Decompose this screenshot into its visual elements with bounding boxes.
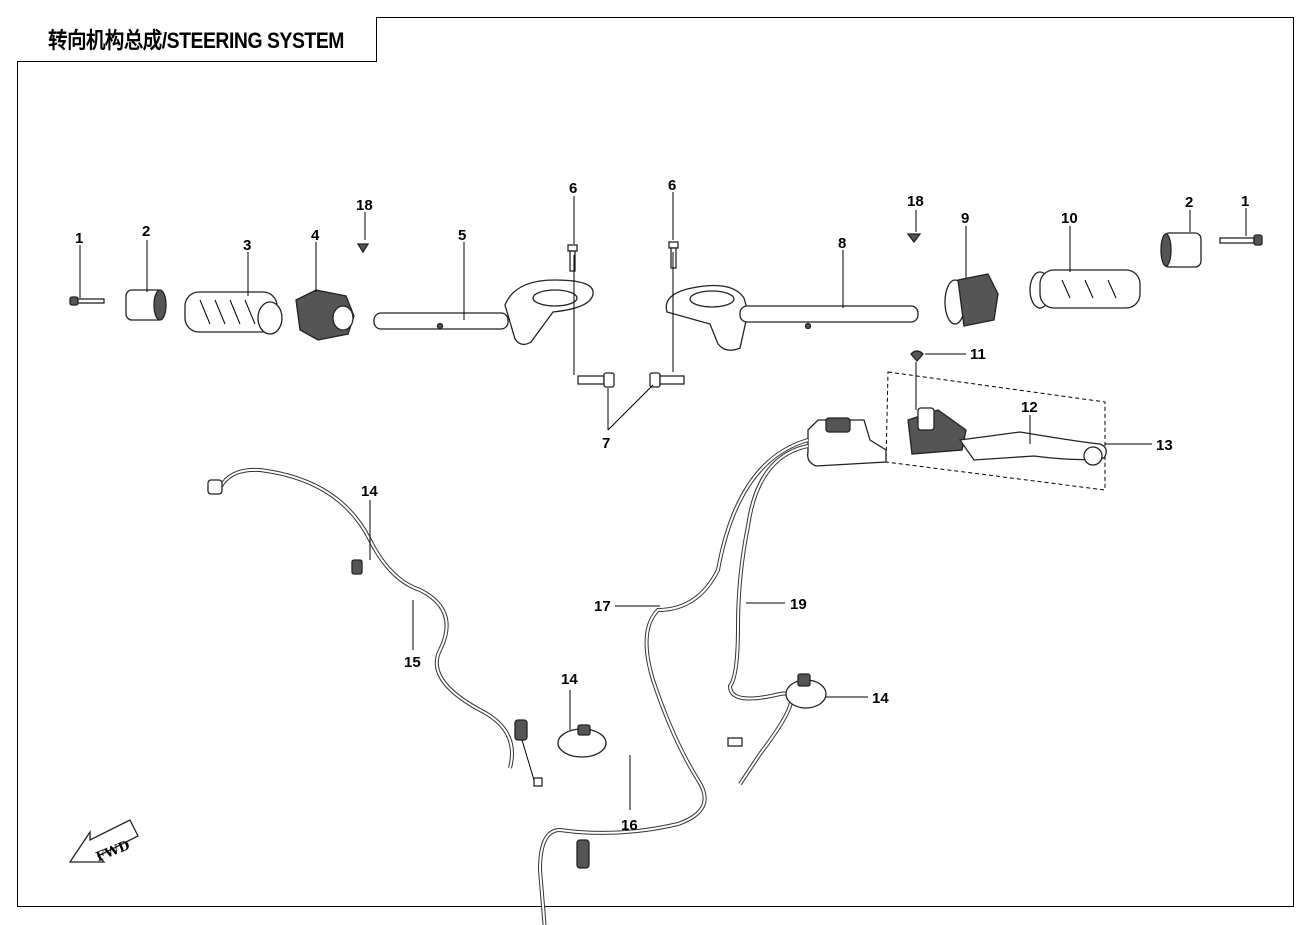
- part-brake-plug-11: [910, 350, 924, 362]
- part-bar-end-right: [1160, 232, 1202, 268]
- clamp-14-b: [557, 724, 607, 758]
- title-box: 转向机构总成/STEERING SYSTEM: [17, 17, 377, 62]
- part-switch-right: [944, 273, 999, 327]
- part-bolt-left: [69, 296, 105, 306]
- callout-7: 7: [602, 435, 610, 452]
- callout-2-left: 2: [142, 223, 150, 240]
- callout-17: 17: [594, 598, 611, 615]
- callout-10: 10: [1061, 210, 1078, 227]
- callout-19: 19: [790, 596, 807, 613]
- callout-18-right: 18: [907, 193, 924, 210]
- part-bolt-7-left: [577, 372, 615, 388]
- callout-2-right: 2: [1185, 194, 1193, 211]
- cable-16-17: [537, 438, 809, 925]
- callout-14-a: 14: [361, 483, 378, 500]
- drawing-frame: [17, 17, 1294, 907]
- callout-16: 16: [621, 817, 638, 834]
- part-bolt-7-right: [649, 372, 685, 388]
- callout-6-left: 6: [569, 180, 577, 197]
- clamp-14-c: [785, 673, 827, 709]
- callout-8: 8: [838, 235, 846, 252]
- part-plug-left: [356, 243, 370, 254]
- callout-15: 15: [404, 654, 421, 671]
- part-plug-right: [906, 233, 922, 244]
- part-master-cylinder: [807, 417, 887, 467]
- part-bolt-6-left: [567, 244, 578, 272]
- diagram-title: 转向机构总成/STEERING SYSTEM: [48, 28, 345, 53]
- part-bolt-right: [1219, 234, 1263, 246]
- part-handlebar-right: [665, 284, 919, 351]
- callout-14-b: 14: [561, 671, 578, 688]
- callout-3: 3: [243, 237, 251, 254]
- part-handlebar-left: [373, 279, 594, 346]
- part-grip-right: [1029, 269, 1141, 309]
- callout-11: 11: [970, 346, 986, 363]
- part-grip-left: [184, 291, 283, 335]
- part-bar-end-left: [125, 289, 167, 321]
- callout-1-right: 1: [1241, 193, 1249, 210]
- callout-12: 12: [1021, 399, 1038, 416]
- callout-5: 5: [458, 227, 466, 244]
- callout-6-right: 6: [668, 177, 676, 194]
- clamp-14-a: [351, 559, 363, 575]
- callout-14-c: 14: [872, 690, 889, 707]
- callout-18-left: 18: [356, 197, 373, 214]
- part-switch-left: [295, 289, 355, 341]
- callout-13: 13: [1156, 437, 1173, 454]
- part-lever-assembly: [907, 407, 1107, 466]
- callout-1-left: 1: [75, 230, 83, 247]
- callout-9: 9: [961, 210, 969, 227]
- leader-lines: [79, 192, 1247, 810]
- fwd-arrow-icon: FWD: [68, 819, 139, 865]
- cable-15: [207, 467, 543, 787]
- callout-labels: 1 2 3 4 5 18 6 6 7 8 18 9 10 2 1 11 12 1…: [75, 177, 1249, 834]
- callout-4: 4: [311, 227, 320, 244]
